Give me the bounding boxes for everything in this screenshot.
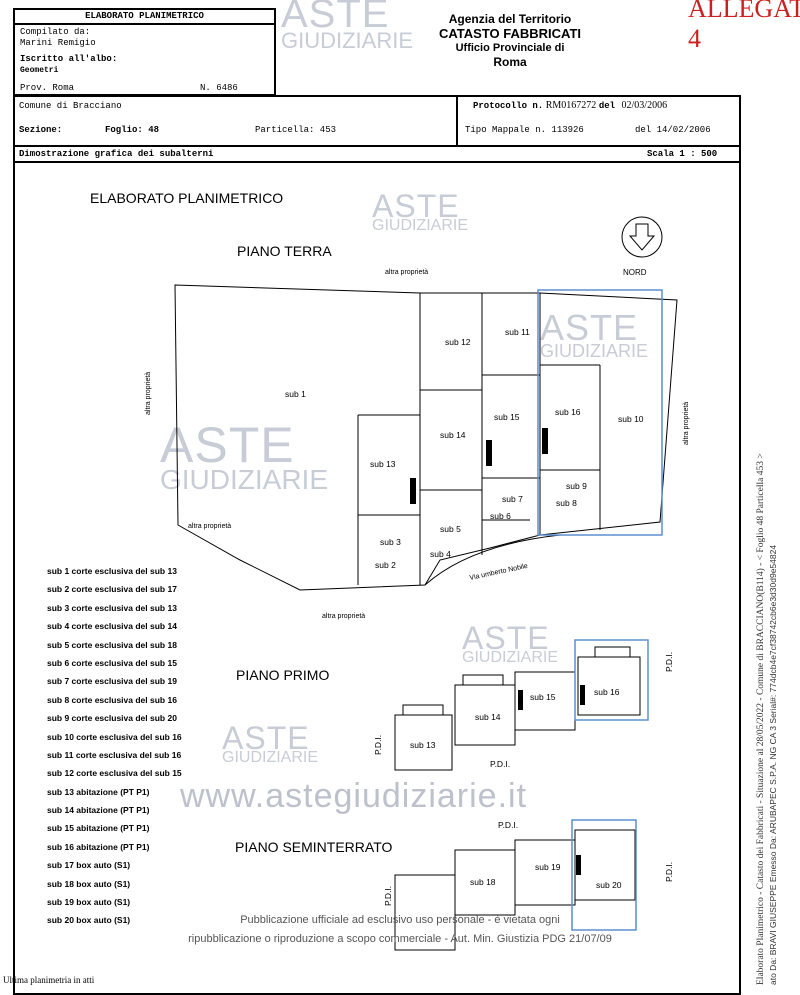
svg-text:sub 14: sub 14 — [440, 430, 466, 440]
svg-text:sub 7: sub 7 — [502, 494, 523, 504]
legend-item: sub 5 corte esclusiva del sub 18 — [47, 639, 177, 650]
svg-text:sub 13: sub 13 — [370, 459, 396, 469]
dimostrazione: Dimostrazione grafica dei subalterni — [19, 149, 214, 159]
svg-text:sub 15: sub 15 — [530, 692, 556, 702]
allegato-label: ALLEGATO 4 — [688, 0, 800, 53]
foglio: Foglio: 48 — [105, 125, 160, 135]
pdi-label: P.D.I. — [373, 735, 383, 755]
pdi-label: P.D.I. — [490, 759, 510, 769]
legend-item: sub 3 corte esclusiva del sub 13 — [47, 602, 177, 613]
street-label: Via umberto Nobile — [469, 563, 529, 582]
watermark-url: www.astegiudiziarie.it — [180, 777, 528, 815]
ufficio-city: Roma — [493, 55, 527, 70]
svg-text:sub 1: sub 1 — [285, 389, 306, 399]
svg-text:sub 16: sub 16 — [555, 407, 581, 417]
catasto-title: CATASTO FABBRICATI — [438, 26, 582, 42]
legend-item: sub 2 corte esclusiva del sub 17 — [47, 584, 177, 595]
svg-text:sub 20: sub 20 — [596, 880, 622, 890]
legend-item: sub 14 abitazione (PT P1) — [47, 805, 150, 816]
legend-item: sub 12 corte esclusiva del sub 15 — [47, 768, 182, 779]
legend-item: sub 17 box auto (S1) — [47, 860, 131, 871]
ufficio: Ufficio Provinciale di — [455, 41, 565, 54]
svg-text:sub 10: sub 10 — [618, 414, 644, 424]
svg-text:sub 16: sub 16 — [594, 687, 620, 697]
particella: Particella: 453 — [255, 125, 337, 135]
svg-text:sub 6: sub 6 — [490, 511, 511, 521]
svg-text:sub 13: sub 13 — [410, 740, 436, 750]
piano-primo-label: PIANO PRIMO — [236, 667, 329, 683]
publication-notice: Pubblicazione ufficiale ad esclusivo uso… — [188, 914, 612, 945]
agency-name: Agenzia del Territorio — [448, 12, 572, 26]
tipo-mappale-date: del 14/02/2006 — [635, 125, 711, 135]
protocollo: Protocollo n. RM0167272 del 02/03/2006 — [473, 100, 668, 111]
altra-proprieta: altra proprietà — [322, 613, 365, 620]
piano-seminterrato-label: PIANO SEMINTERRATO — [235, 839, 393, 855]
legend-item: sub 11 corte esclusiva del sub 16 — [47, 749, 182, 760]
side-signature-text: ato Da: BRAVI GIUSEPPE Emesso Da: ARUBAP… — [768, 544, 778, 985]
piano-terra-label: PIANO TERRA — [237, 243, 332, 259]
drawing-title: ELABORATO PLANIMETRICO — [90, 190, 283, 206]
legend-item: sub 16 abitazione (PT P1) — [47, 841, 150, 852]
svg-text:sub 2: sub 2 — [375, 560, 396, 570]
legend-item: sub 8 corte esclusiva del sub 16 — [47, 694, 177, 705]
svg-text:sub 3: sub 3 — [380, 537, 401, 547]
pdi-label: P.D.I. — [664, 652, 674, 672]
legend-item: sub 6 corte esclusiva del sub 15 — [47, 657, 177, 668]
tipo-mappale: Tipo Mappale n. 113926 — [465, 125, 584, 135]
highlight-box — [574, 639, 649, 721]
header-title: ELABORATO PLANIMETRICO — [15, 10, 274, 25]
subalterni-legend: sub 1 corte esclusiva del sub 13 sub 2 c… — [47, 566, 182, 934]
svg-text:sub 8: sub 8 — [556, 498, 577, 508]
legend-item: sub 1 corte esclusiva del sub 13 — [47, 566, 177, 576]
svg-text:sub 4: sub 4 — [430, 549, 451, 559]
legend-item: sub 7 corte esclusiva del sub 19 — [47, 676, 177, 687]
comune: Comune di Bracciano — [19, 101, 122, 111]
svg-text:sub 12: sub 12 — [445, 337, 471, 347]
svg-text:sub 18: sub 18 — [470, 877, 496, 887]
svg-text:sub 5: sub 5 — [440, 524, 461, 534]
legend-item: sub 10 corte esclusiva del sub 16 — [47, 731, 182, 742]
ground-floor-outline — [174, 284, 678, 591]
albo-number: N. 6486 — [200, 83, 238, 93]
highlight-box — [537, 289, 663, 536]
pdi-label: P.D.I. — [383, 886, 393, 906]
pdi-label: P.D.I. — [498, 820, 518, 830]
legend-item: sub 19 box auto (S1) — [47, 897, 131, 908]
compilato-name: Marini Remigio — [20, 38, 96, 48]
iscritto-label: Iscritto all'albo: — [20, 54, 118, 64]
svg-text:sub 9: sub 9 — [566, 481, 587, 491]
legend-item: sub 15 abitazione (PT P1) — [47, 823, 150, 834]
pdi-label: P.D.I. — [664, 862, 674, 882]
sezione: Sezione: — [19, 125, 63, 135]
svg-text:sub 11: sub 11 — [505, 327, 530, 337]
legend-item: sub 18 box auto (S1) — [47, 878, 131, 889]
agency-block: Agenzia del Territorio CATASTO FABBRICAT… — [395, 12, 625, 70]
altra-proprieta: altra proprietà — [385, 269, 428, 276]
albo: Geometri — [20, 66, 59, 75]
nord-label: NORD — [623, 268, 647, 277]
svg-text:sub 14: sub 14 — [475, 712, 501, 722]
legend-item: sub 13 abitazione (PT P1) — [47, 786, 150, 797]
legend-item: sub 9 corte esclusiva del sub 20 — [47, 713, 177, 724]
svg-text:sub 15: sub 15 — [494, 412, 520, 422]
north-arrow-icon — [621, 216, 663, 258]
scala: Scala 1 : 500 — [647, 149, 718, 159]
highlight-box — [571, 819, 637, 931]
altra-proprieta: altra proprietà — [188, 523, 231, 530]
legend-item: sub 4 corte esclusiva del sub 14 — [47, 621, 177, 632]
compilato-label: Compilato da: — [20, 27, 91, 37]
altra-proprieta: altra proprietà — [683, 402, 690, 445]
legend-item: sub 20 box auto (S1) — [47, 915, 131, 926]
prov: Prov. Roma — [20, 83, 75, 93]
footer-note: Ultima planimetria in atti — [3, 975, 95, 985]
svg-text:sub 19: sub 19 — [535, 862, 561, 872]
altra-proprieta: altra proprietà — [145, 372, 152, 415]
side-info-text: Elaborato Planimetrico - Catasto dei Fab… — [756, 453, 766, 985]
